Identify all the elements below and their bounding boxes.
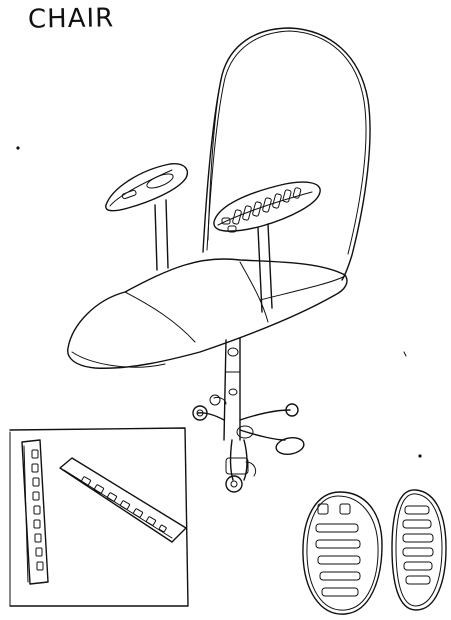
stray-mark xyxy=(16,146,20,150)
stray-mark xyxy=(403,351,407,357)
stray-mark xyxy=(418,454,422,458)
foot-pad-right xyxy=(391,489,447,611)
armrest-strip-vertical xyxy=(21,439,49,585)
armrest-detail-panel xyxy=(9,427,189,607)
foot-pad-left xyxy=(302,491,383,615)
chair-seat xyxy=(67,258,348,369)
left-armrest xyxy=(105,163,188,271)
chair-stem xyxy=(223,337,241,441)
chair-base xyxy=(192,394,305,493)
chair-backrest xyxy=(202,27,371,281)
armrest-strip-diagonal xyxy=(59,457,187,543)
right-armrest xyxy=(213,181,321,313)
